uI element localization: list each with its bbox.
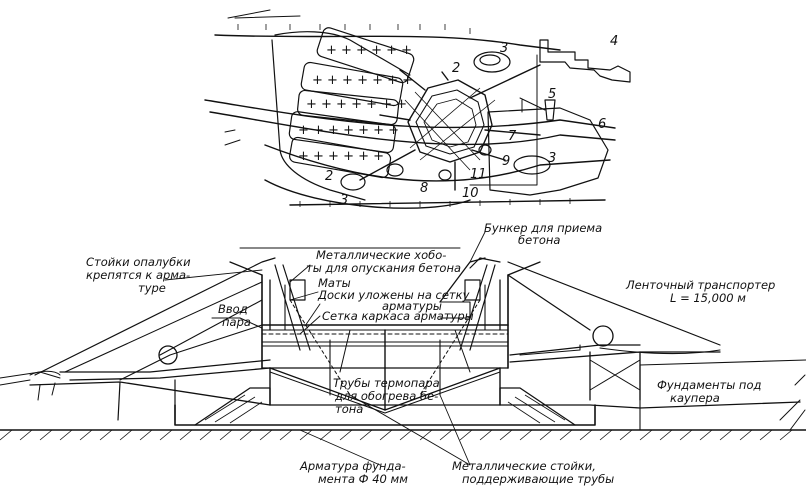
label-hoses-line2: ты для опускания бетона <box>306 261 461 275</box>
label-mesh: Сетка каркаса арматуры <box>322 309 474 323</box>
plan-number-6: 6 <box>598 117 606 132</box>
svg-text:+ + + + + + +: + + + + + + + <box>306 97 407 112</box>
svg-text:+ + + + + + +: + + + + + + + <box>312 73 413 88</box>
plan-view: + + + + + + + + + + + + + + + + + + + + … <box>204 9 631 249</box>
plan-callout-numbers: 2 3 4 5 6 7 3 9 11 8 10 2 3 <box>325 34 618 208</box>
label-bunker-line1: Бункер для приема <box>484 221 602 235</box>
plan-right-structures <box>469 39 631 196</box>
label-steam-line2: пара <box>222 315 251 329</box>
section-labels: Бункер для приема бетона Металлические х… <box>86 221 775 486</box>
plan-number-10: 10 <box>462 186 479 201</box>
plan-number-2b: 2 <box>325 169 333 184</box>
svg-text:+ + + + + + +: + + + + + + + <box>298 123 399 138</box>
plan-number-11: 11 <box>470 167 487 182</box>
label-steam-line1: Ввод <box>218 302 248 316</box>
label-hoses-line1: Металлические хобо- <box>316 248 446 262</box>
label-conveyor-line2: L = 15,000 м <box>670 291 746 305</box>
plan-number-7: 7 <box>508 129 517 144</box>
plan-material-piles <box>340 51 551 191</box>
plan-number-2a: 2 <box>452 61 460 76</box>
plan-formwork-rows: + + + + + + + + + + + + + + + + + + + + … <box>271 27 415 201</box>
label-posts-line2: крепятся к армa- <box>86 268 190 282</box>
label-stands-line2: поддерживающие трубы <box>462 472 614 486</box>
label-pipes-line1: Трубы термопара <box>333 376 440 390</box>
label-rebar-line1: Арматура фунда- <box>299 459 406 473</box>
svg-text:+ + + + + +: + + + + + + <box>326 43 412 58</box>
plan-number-3b: 3 <box>548 151 556 166</box>
plan-number-4: 4 <box>610 34 618 49</box>
label-posts-line1: Стойки опалубки <box>86 255 191 269</box>
section-view <box>0 231 806 466</box>
label-pipes-line3: тона <box>335 402 363 416</box>
label-pipes-line2: для обогрева бе- <box>334 389 438 403</box>
section-left-ramp <box>29 345 271 421</box>
label-conveyor-line1: Ленточный транспортер <box>625 278 775 292</box>
label-boards-line1: Доски уложены на сетку <box>317 288 470 302</box>
plan-number-8: 8 <box>420 181 428 196</box>
steam-inlet-pointer <box>211 317 263 329</box>
plan-number-9: 9 <box>502 154 510 169</box>
plan-number-3c: 3 <box>340 193 348 208</box>
svg-text:+ + + + + +: + + + + + + <box>298 149 384 164</box>
section-right-conveyor <box>509 325 721 401</box>
section-leader-lines <box>164 231 486 466</box>
label-stands-line1: Металлические стойки, <box>452 459 596 473</box>
label-boards-line2: арматуры <box>382 299 442 313</box>
plan-number-3a: 3 <box>500 41 508 56</box>
label-bunker-line2: бетона <box>518 233 560 247</box>
plan-number-5: 5 <box>548 87 556 102</box>
label-mats: Маты <box>318 276 351 290</box>
label-foundations-line1: Фундаменты под <box>657 378 761 392</box>
label-foundations-line2: каупера <box>670 391 720 405</box>
label-rebar-line2: мента Ф 40 мм <box>318 472 408 486</box>
label-posts-line3: туре <box>138 281 166 295</box>
